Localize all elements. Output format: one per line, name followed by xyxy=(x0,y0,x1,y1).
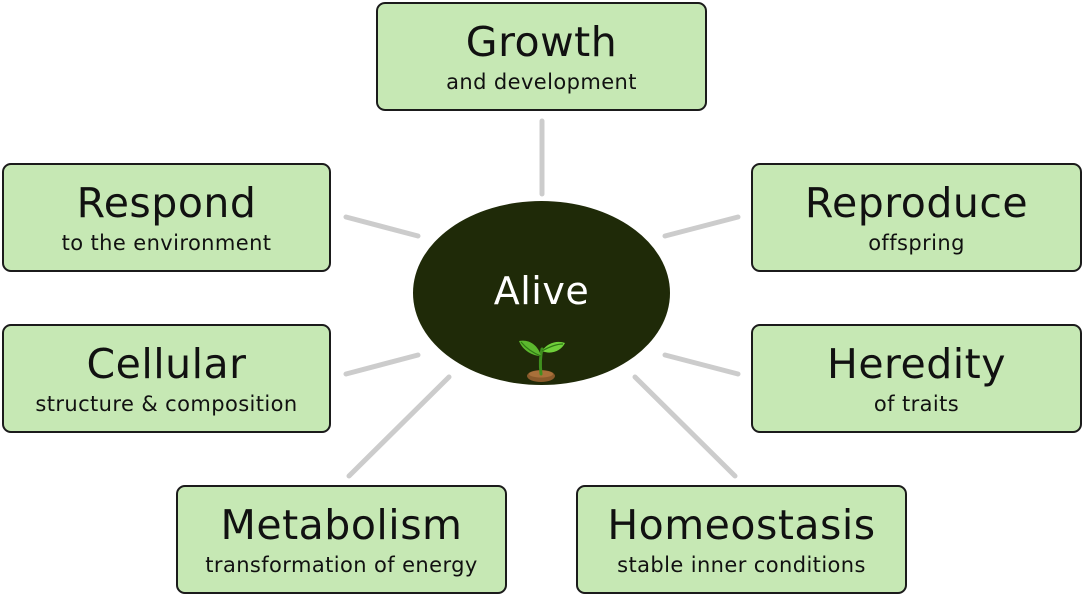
node-subtitle: structure & composition xyxy=(35,391,298,416)
node-reproduce: Reproduce offspring xyxy=(751,163,1082,272)
node-subtitle: to the environment xyxy=(61,230,272,255)
node-growth: Growth and development xyxy=(376,2,707,111)
node-respond: Respond to the environment xyxy=(2,163,331,272)
node-subtitle: and development xyxy=(446,69,637,94)
center-node-label: Alive xyxy=(493,269,590,313)
node-title: Reproduce xyxy=(804,178,1029,227)
node-homeostasis: Homeostasis stable inner conditions xyxy=(576,485,907,594)
node-title: Cellular xyxy=(86,339,247,388)
node-metabolism: Metabolism transformation of energy xyxy=(176,485,507,594)
node-title: Homeostasis xyxy=(607,500,876,549)
node-subtitle: of traits xyxy=(873,391,960,416)
connector-reproduce xyxy=(662,214,741,239)
node-cellular: Cellular structure & composition xyxy=(2,324,331,433)
node-title: Metabolism xyxy=(220,500,463,549)
connector-cellular xyxy=(343,352,421,377)
center-node-alive: Alive xyxy=(413,201,670,385)
seedling-icon xyxy=(519,340,565,382)
node-subtitle: stable inner conditions xyxy=(617,552,866,577)
node-subtitle: transformation of energy xyxy=(205,552,478,577)
node-subtitle: offspring xyxy=(868,230,965,255)
connector-heredity xyxy=(662,352,741,377)
connector-homeostasis xyxy=(632,374,738,479)
node-heredity: Heredity of traits xyxy=(751,324,1082,433)
connector-metabolism xyxy=(346,374,452,479)
node-title: Respond xyxy=(76,178,257,227)
node-title: Heredity xyxy=(827,339,1006,388)
connector-respond xyxy=(343,214,421,239)
node-title: Growth xyxy=(465,17,618,66)
